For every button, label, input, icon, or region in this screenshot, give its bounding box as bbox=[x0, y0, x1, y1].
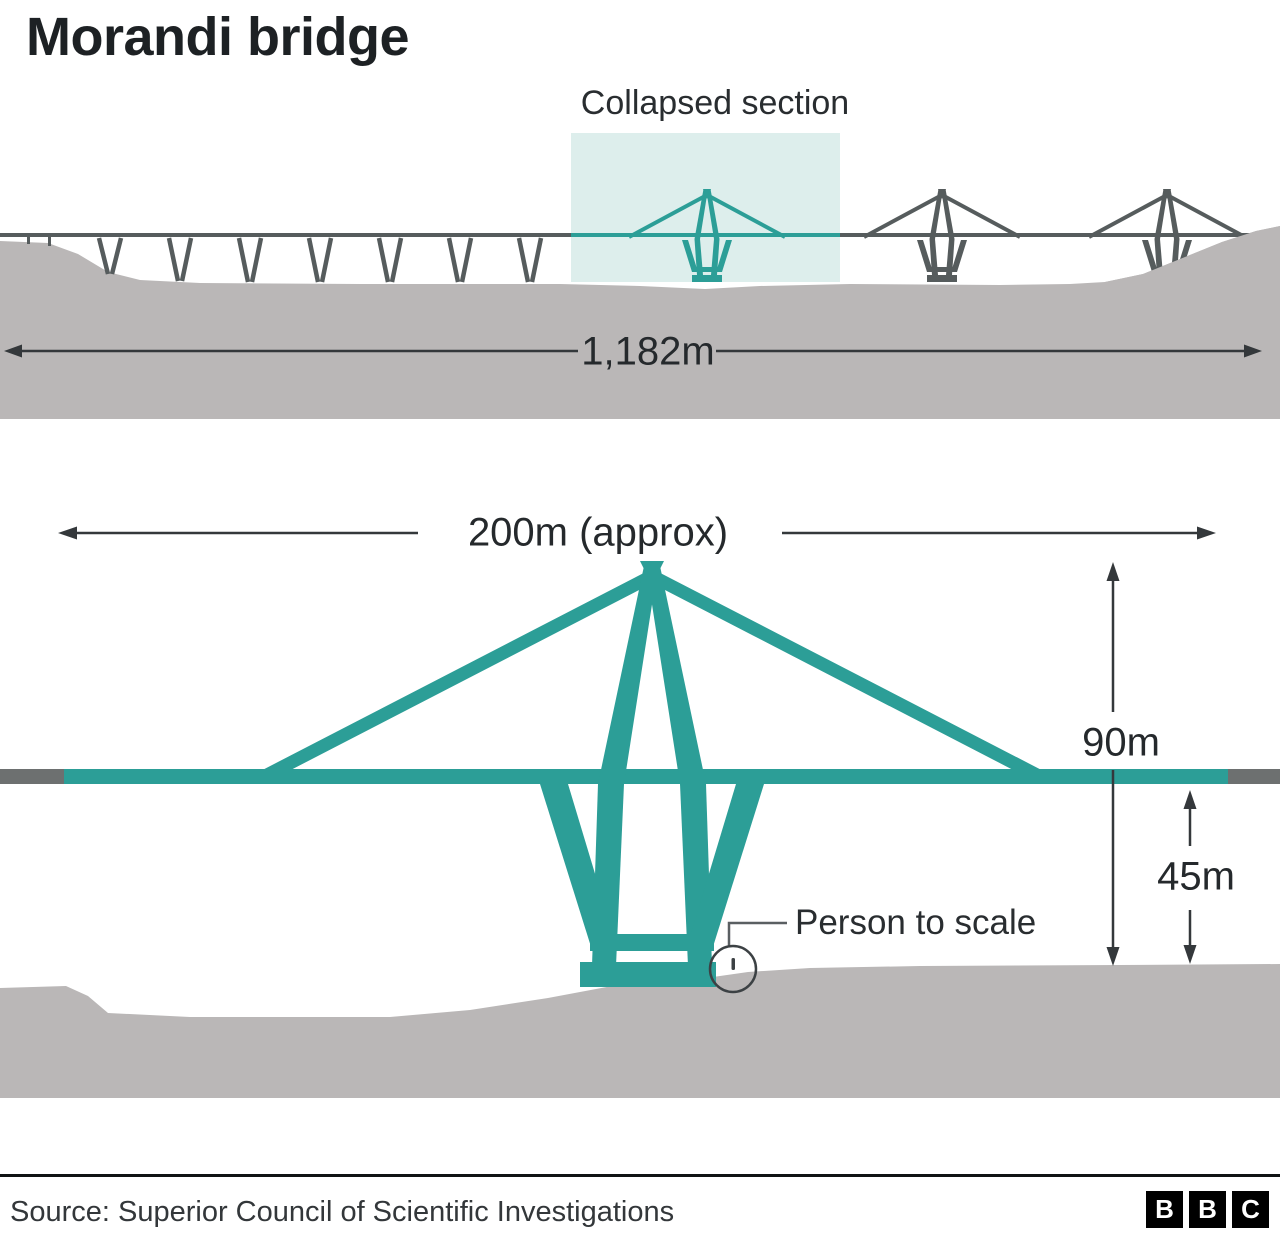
viaduct-pier bbox=[166, 237, 194, 282]
detail-deck bbox=[64, 769, 1230, 784]
overview-deck-right bbox=[840, 233, 1255, 237]
collapsed-section-highlight bbox=[571, 133, 840, 282]
person-to-scale-label: Person to scale bbox=[795, 903, 1037, 942]
viaduct-piers bbox=[96, 237, 544, 283]
detail-diagram bbox=[0, 526, 1280, 1098]
detail-pylon bbox=[540, 561, 764, 987]
span-arrow-1182m bbox=[4, 344, 1262, 358]
bbc-logo-block: C bbox=[1232, 1191, 1269, 1228]
detail-deck-end-left bbox=[0, 769, 66, 784]
height-arrow-45m bbox=[1183, 790, 1197, 964]
detail-cable-stays bbox=[262, 570, 1042, 782]
abutment-post bbox=[48, 237, 51, 246]
tower-height-label: 90m bbox=[1082, 720, 1160, 765]
width-arrow-200m bbox=[58, 526, 1216, 540]
detail-terrain bbox=[0, 964, 1280, 1098]
page-title: Morandi bridge bbox=[26, 7, 410, 67]
overview-deck-left bbox=[0, 233, 572, 237]
arrowhead-up bbox=[1106, 562, 1120, 581]
detail-tie-bar bbox=[590, 934, 714, 951]
arrowhead-left bbox=[58, 526, 77, 540]
viaduct-pier bbox=[446, 237, 474, 283]
person-figure bbox=[731, 958, 735, 970]
abutment-post bbox=[27, 237, 30, 244]
viaduct-pier bbox=[306, 237, 334, 283]
detail-deck-end-right bbox=[1228, 769, 1280, 784]
total-span-label: 1,182m bbox=[581, 329, 715, 374]
arrowhead-right bbox=[1197, 526, 1216, 540]
detail-strut-left bbox=[540, 784, 618, 950]
bbc-logo: B B C bbox=[1146, 1191, 1269, 1228]
arrowhead-left bbox=[4, 344, 22, 358]
detail-pylon-leg-right bbox=[646, 566, 706, 784]
viaduct-pier bbox=[516, 237, 544, 283]
detail-pylon-leg-left bbox=[598, 566, 658, 784]
height-arrow-90m bbox=[1106, 562, 1120, 966]
bbc-logo-block: B bbox=[1146, 1191, 1183, 1228]
arrowhead-right bbox=[1244, 344, 1262, 358]
overview-terrain bbox=[0, 226, 1280, 419]
source-text: Source: Superior Council of Scientific I… bbox=[10, 1196, 675, 1228]
viaduct-pier bbox=[376, 237, 404, 283]
footer-divider bbox=[0, 1174, 1280, 1177]
person-circle bbox=[708, 944, 758, 994]
person-leader-line bbox=[727, 921, 787, 946]
approx-span-label: 200m (approx) bbox=[467, 510, 729, 555]
arrowhead-up bbox=[1183, 790, 1197, 809]
detail-pylon-base bbox=[580, 962, 716, 987]
right-hillside bbox=[1105, 226, 1280, 330]
arrowhead-down bbox=[1183, 945, 1197, 964]
collapsed-section-label: Collapsed section bbox=[580, 84, 850, 122]
viaduct-pier bbox=[96, 237, 124, 275]
arrowhead-down bbox=[1106, 947, 1120, 966]
detail-pylon-apex bbox=[640, 561, 664, 585]
deck-height-label: 45m bbox=[1157, 854, 1235, 899]
bbc-logo-block: B bbox=[1189, 1191, 1226, 1228]
viaduct-pier bbox=[236, 237, 264, 283]
detail-strut-right bbox=[686, 784, 764, 950]
overview-deck-collapsed bbox=[571, 233, 840, 237]
overview-diagram bbox=[0, 133, 1280, 419]
